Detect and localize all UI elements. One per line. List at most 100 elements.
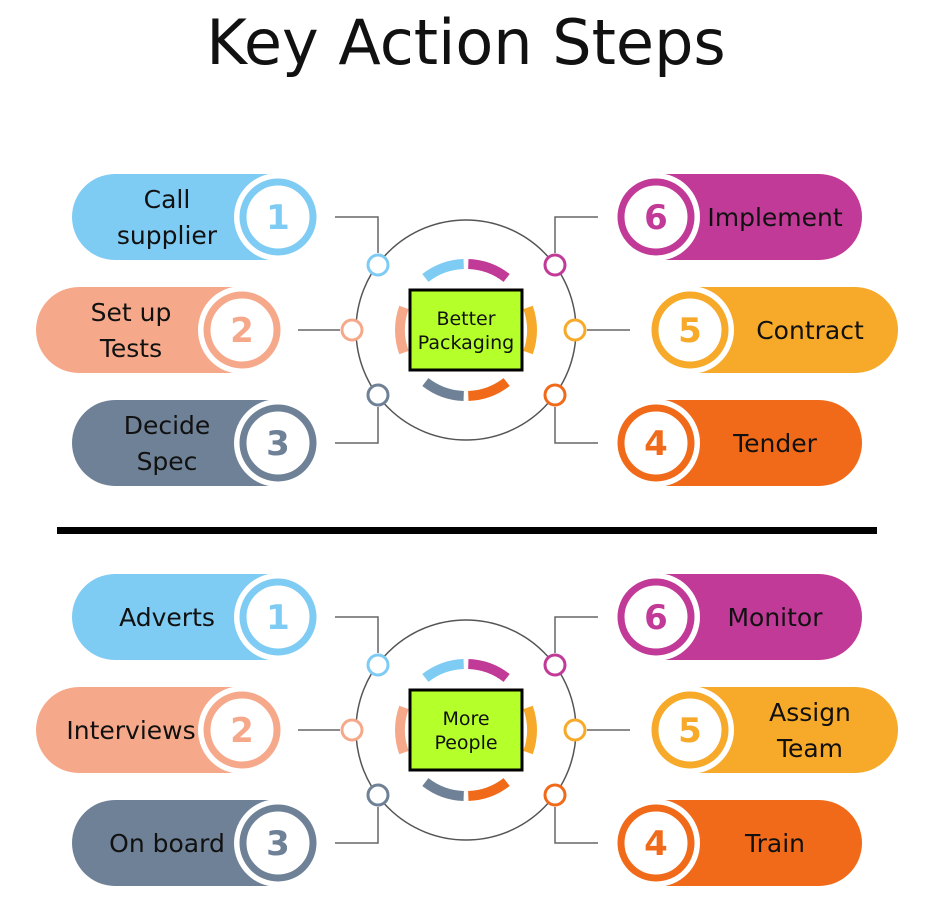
ring-segment-step-1: [422, 259, 465, 283]
connector-step-1: [335, 616, 379, 653]
connector-dot-step-2: [340, 318, 364, 342]
connector-dot-step-1: [366, 653, 390, 677]
connector-step-1: [335, 216, 379, 253]
ring-segment-step-2: [395, 305, 409, 355]
step-5-label: Assign: [769, 698, 851, 727]
step-3-pill: [72, 800, 276, 886]
connector-dot-step-3: [366, 383, 390, 407]
connector-dot-step-2: [340, 718, 364, 742]
step-1-number: 1: [266, 598, 290, 638]
step-2-label: Set up: [91, 298, 172, 327]
connector-dot-step-6: [543, 253, 567, 277]
step-1-badge-ring: [239, 578, 317, 656]
step-6-pill: [656, 174, 862, 260]
ring-segment-step-3: [422, 377, 465, 401]
step-5-badge-ring: [651, 691, 729, 769]
center-label-line: People: [434, 732, 497, 754]
step-1-item: 1 Adverts: [72, 573, 322, 661]
step-6-item: 6 Monitor: [612, 573, 862, 661]
connector-dot-step-6: [543, 653, 567, 677]
step-6-item: 6 Implement: [612, 173, 862, 261]
step-5-badge-ring: [651, 291, 729, 369]
step-1-pill: [72, 574, 276, 660]
step-1-label: supplier: [117, 221, 218, 250]
connector-dot-step-4: [543, 383, 567, 407]
step-2-pill: [36, 287, 240, 373]
step-2-item: 2 Set up Tests: [36, 286, 286, 374]
step-5-number: 5: [678, 311, 702, 351]
step-5-pill: [690, 687, 898, 773]
center-label-line: Packaging: [418, 332, 514, 354]
ring-segment-step-1: [422, 659, 465, 683]
connector-step-4: [554, 407, 598, 444]
step-1-number: 1: [266, 198, 290, 238]
step-5-item: 5 Contract: [646, 286, 898, 374]
step-4-label: Train: [744, 829, 805, 858]
step-6-pill: [656, 574, 862, 660]
step-3-label: Spec: [137, 447, 198, 476]
step-2-label: Tests: [99, 334, 162, 363]
step-6-badge-ring: [617, 578, 695, 656]
step-6-label: Implement: [707, 203, 843, 232]
step-6-number: 6: [644, 198, 668, 238]
step-4-item: 4 Tender: [612, 399, 862, 487]
center-label-box: [408, 688, 524, 772]
connector-step-3: [335, 807, 379, 844]
step-1-label: Call: [144, 185, 191, 214]
step-5-number: 5: [678, 711, 702, 751]
step-2-badge-ring: [203, 291, 281, 369]
connector-step-4: [554, 807, 598, 844]
step-2-badge-ring: [203, 691, 281, 769]
connector-step-6: [554, 616, 598, 653]
ring-segment-step-6: [467, 259, 510, 283]
step-3-label: Decide: [124, 411, 211, 440]
step-4-badge-ring: [617, 804, 695, 882]
center-label-line: Better: [436, 308, 495, 330]
step-3-item: 3 On board: [72, 799, 322, 887]
connector-dot-step-1: [366, 253, 390, 277]
step-1-label: Adverts: [119, 603, 215, 632]
step-1-badge-ring: [239, 178, 317, 256]
page-title: Key Action Steps: [206, 6, 726, 79]
connector-step-6: [554, 216, 598, 253]
step-3-number: 3: [266, 424, 290, 464]
step-2-number: 2: [230, 711, 254, 751]
center-label-box: [408, 288, 524, 372]
center-label-line: More: [442, 708, 489, 730]
step-3-label: On board: [109, 829, 225, 858]
step-4-label: Tender: [732, 429, 817, 458]
step-4-number: 4: [644, 424, 668, 464]
step-5-label: Contract: [756, 316, 864, 345]
connector-dot-step-4: [543, 783, 567, 807]
step-3-badge-ring: [239, 404, 317, 482]
step-6-badge-ring: [617, 178, 695, 256]
ring-segment-step-5: [523, 705, 537, 755]
step-1-pill: [72, 174, 276, 260]
ring-segment-step-4: [467, 377, 510, 401]
step-3-pill: [72, 400, 276, 486]
step-6-number: 6: [644, 598, 668, 638]
ring-segment-step-5: [523, 305, 537, 355]
ring-segment-step-3: [422, 777, 465, 801]
step-6-label: Monitor: [727, 603, 823, 632]
step-4-badge-ring: [617, 404, 695, 482]
step-4-number: 4: [644, 824, 668, 864]
ring-segment-step-6: [467, 659, 510, 683]
step-2-label: Interviews: [66, 716, 195, 745]
step-2-pill: [36, 687, 240, 773]
step-3-number: 3: [266, 824, 290, 864]
connector-dot-step-5: [563, 318, 587, 342]
step-2-item: 2 Interviews: [36, 686, 286, 774]
section-divider: [57, 527, 877, 534]
step-5-pill: [690, 287, 898, 373]
step-2-number: 2: [230, 311, 254, 351]
step-1-item: 1 Call supplier: [72, 173, 322, 261]
step-4-item: 4 Train: [612, 799, 862, 887]
ring-segment-step-4: [467, 777, 510, 801]
step-4-pill: [656, 400, 862, 486]
step-3-badge-ring: [239, 804, 317, 882]
ring-segment-step-2: [395, 705, 409, 755]
